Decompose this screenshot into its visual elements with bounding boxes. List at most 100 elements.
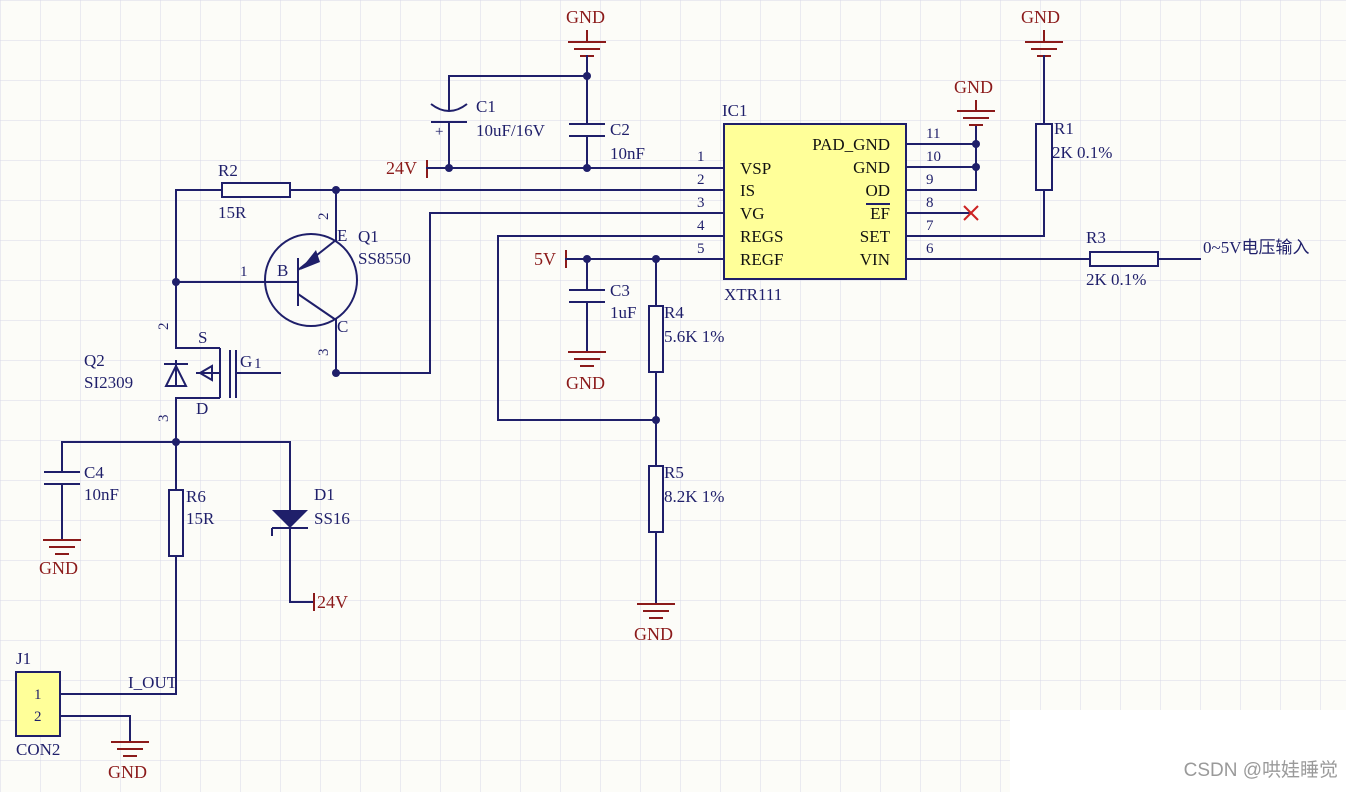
q2-symbol: [164, 347, 281, 399]
r1-value: 2K 0.1%: [1052, 143, 1112, 162]
ic1-pin6-name: VIN: [860, 250, 890, 269]
d1-value: SS16: [314, 509, 350, 528]
ic1-pin8-num: 8: [926, 195, 934, 211]
q1-body: [264, 233, 358, 327]
c1-ref: C1: [476, 97, 496, 116]
gnd-label: GND: [1021, 7, 1060, 27]
q2-value: SI2309: [84, 373, 133, 392]
ic1-pin11-num: 11: [926, 126, 940, 142]
v24-label-top: 24V: [386, 158, 417, 178]
q2-num-d: 3: [156, 415, 172, 423]
ic1-left-pins: 1 2 3 4 5 VSP IS VG REGS REGF: [676, 149, 783, 269]
r2-ref: R2: [218, 161, 238, 180]
ic1-pin9-num: 9: [926, 172, 934, 188]
gnd-r1: GND: [1021, 7, 1063, 57]
gnd-c4: GND: [39, 539, 81, 578]
j1-pin2: 2: [34, 709, 42, 725]
r2-value: 15R: [218, 203, 247, 222]
q1-value: SS8550: [358, 249, 411, 268]
q2-s: S: [198, 328, 207, 347]
r3-body: [1089, 251, 1159, 267]
j1-body: [15, 671, 61, 737]
ic1-pin5-name: REGF: [740, 250, 783, 269]
c2-ref: C2: [610, 120, 630, 139]
j1-pin1: 1: [34, 687, 42, 703]
c3-ref: C3: [610, 281, 630, 300]
q2-num-s: 2: [156, 323, 172, 331]
gnd-label: GND: [39, 558, 78, 578]
q1-ref: Q1: [358, 227, 379, 246]
gnd-label: GND: [566, 373, 605, 393]
q2-num-g: 1: [254, 356, 262, 372]
q2-g: G: [240, 352, 252, 371]
watermark-text: CSDN @哄娃睡觉: [1183, 760, 1338, 781]
r5-ref: R5: [664, 463, 684, 482]
ic1-pin7-name: SET: [860, 227, 891, 246]
watermark-area: CSDN @哄娃睡觉: [1010, 710, 1346, 792]
input-net-label: 0~5V电压输入: [1203, 238, 1309, 257]
ic1-pin2-name: IS: [740, 181, 755, 200]
ic1-pin4-name: REGS: [740, 227, 783, 246]
gnd-label: GND: [108, 762, 147, 782]
ic1-pin10-name: GND: [853, 158, 890, 177]
r1-ref: R1: [1054, 119, 1074, 138]
iout-net-label: I_OUT: [128, 673, 178, 692]
gnd-top-caps: GND: [566, 7, 606, 57]
r6-ref: R6: [186, 487, 206, 506]
ic1-pin3-num: 3: [697, 195, 705, 211]
ic1-pin6-num: 6: [926, 241, 934, 257]
gnd-r5: GND: [634, 603, 675, 644]
r1-body: [1035, 123, 1053, 191]
q1-num-b: 1: [240, 264, 248, 280]
v24-label-bottom: 24V: [317, 592, 348, 612]
gnd-label: GND: [954, 77, 993, 97]
j1-ref: J1: [16, 649, 31, 668]
ic1-pin9-name: OD: [865, 181, 890, 200]
q2-ref: Q2: [84, 351, 105, 370]
r4-body: [648, 305, 664, 373]
r4-ref: R4: [664, 303, 684, 322]
c1-value: 10uF/16V: [476, 121, 546, 140]
q2-d: D: [196, 399, 208, 418]
q1-b: B: [277, 261, 288, 280]
ic1-pin7-num: 7: [926, 218, 934, 234]
r3-ref: R3: [1086, 228, 1106, 247]
ic1-pin1-num: 1: [697, 149, 705, 165]
ic1-part: XTR111: [724, 285, 782, 304]
gnd-label: GND: [566, 7, 605, 27]
q1-num-e: 2: [316, 213, 332, 221]
c4-ref: C4: [84, 463, 104, 482]
ic1-ref: IC1: [722, 101, 748, 120]
q1-num-c: 3: [316, 349, 332, 357]
gnd-ic-pad: GND: [954, 77, 995, 126]
ic1-right-pins: 11 10 9 8 7 6 PAD_GND GND OD EF SET VIN: [812, 126, 1090, 269]
ic1-pin2-num: 2: [697, 172, 705, 188]
ic1-body: [723, 123, 907, 280]
gnd-c3: GND: [566, 351, 606, 393]
r6-value: 15R: [186, 509, 215, 528]
ic1-pin1-name: VSP: [740, 159, 771, 178]
gnd-j1: GND: [108, 741, 149, 782]
r4-value: 5.6K 1%: [664, 327, 724, 346]
r6-body: [168, 489, 184, 557]
ic1-pin5-num: 5: [697, 241, 705, 257]
ic1-pin4-num: 4: [697, 218, 705, 234]
v5-label: 5V: [534, 249, 556, 269]
ic1-pin11-name: PAD_GND: [812, 135, 890, 154]
q1-c: C: [337, 317, 348, 336]
gnd-label: GND: [634, 624, 673, 644]
r2-body: [221, 182, 291, 198]
c2-value: 10nF: [610, 144, 645, 163]
j1-value: CON2: [16, 740, 60, 759]
ic1-pin8-name: EF: [870, 204, 890, 223]
ic1-pin3-name: VG: [740, 204, 765, 223]
c3-value: 1uF: [610, 303, 636, 322]
r3-value: 2K 0.1%: [1086, 270, 1146, 289]
d1-ref: D1: [314, 485, 335, 504]
ic1-pin10-num: 10: [926, 149, 941, 165]
c1-plus: +: [435, 124, 443, 140]
r5-value: 8.2K 1%: [664, 487, 724, 506]
r5-body: [648, 465, 664, 533]
